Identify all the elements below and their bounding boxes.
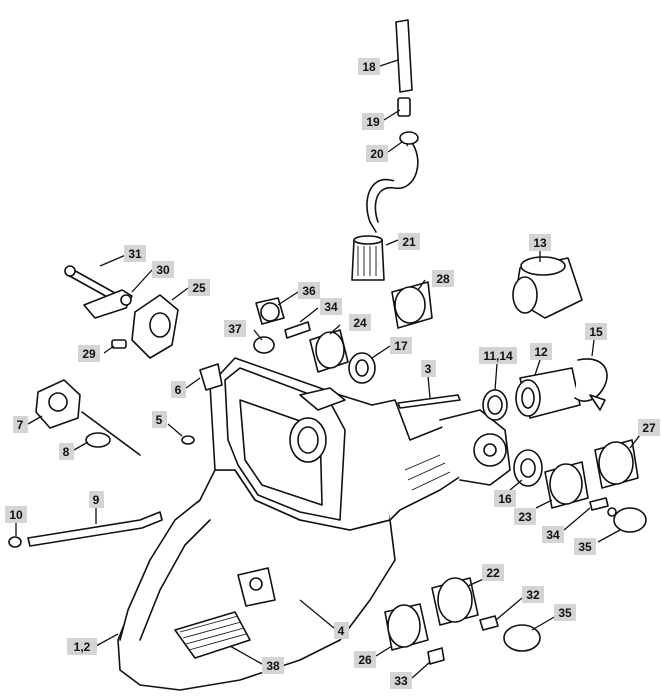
label-3: 3 [421,360,436,377]
label-20: 20 [366,145,388,162]
label-24: 24 [349,314,371,331]
main-housing [117,357,511,691]
svg-text:36: 36 [302,284,316,298]
label-8: 8 [59,443,74,460]
intake-boots [512,256,608,419]
svg-text:25: 25 [192,281,206,295]
fuel-hose-assembly [351,19,419,281]
label-27: 27 [638,419,660,436]
svg-text:38: 38 [266,659,280,673]
bottom-parts [384,577,541,665]
svg-text:5: 5 [156,413,163,427]
rods [8,394,461,548]
label-29: 29 [78,345,100,362]
svg-text:1,2: 1,2 [74,640,91,654]
svg-text:7: 7 [17,418,24,432]
svg-text:33: 33 [394,674,408,688]
label-21: 21 [398,233,420,250]
label-19: 19 [362,113,384,130]
label-6: 6 [171,381,186,398]
svg-text:11,14: 11,14 [483,349,513,363]
svg-text:32: 32 [526,588,540,602]
svg-text:28: 28 [436,272,450,286]
label-34-right: 34 [542,526,564,543]
label-22: 22 [482,564,504,581]
label-10: 10 [5,506,27,523]
label-17: 17 [390,337,412,354]
label-35-right: 35 [574,538,596,555]
left-side-parts [35,265,223,456]
label-32: 32 [522,586,544,603]
svg-text:4: 4 [338,624,345,638]
svg-text:35: 35 [558,606,572,620]
svg-text:21: 21 [402,235,416,249]
svg-text:15: 15 [589,325,603,339]
label-28: 28 [432,270,454,287]
svg-text:17: 17 [394,339,408,353]
label-1-2: 1,2 [67,638,97,655]
svg-text:16: 16 [498,492,512,506]
svg-text:10: 10 [9,508,23,522]
label-15: 15 [585,323,607,340]
right-rear-parts [482,389,647,533]
label-16: 16 [494,490,516,507]
top-middle-parts [253,281,433,384]
label-35-bottom: 35 [554,604,576,621]
svg-text:29: 29 [82,347,96,361]
svg-text:34: 34 [324,300,338,314]
svg-text:19: 19 [366,115,380,129]
label-13: 13 [529,234,551,251]
label-31: 31 [124,245,146,262]
svg-text:27: 27 [642,421,656,435]
leader-lines [15,59,641,679]
svg-text:18: 18 [362,60,376,74]
svg-text:12: 12 [534,345,548,359]
label-7: 7 [13,416,28,433]
svg-text:20: 20 [370,147,384,161]
label-23: 23 [514,508,536,525]
svg-text:34: 34 [546,528,560,542]
label-5: 5 [152,411,167,428]
svg-text:9: 9 [93,493,100,507]
label-36: 36 [298,282,320,299]
label-26: 26 [354,651,376,668]
svg-text:8: 8 [63,445,70,459]
label-4: 4 [334,622,349,639]
label-30: 30 [152,261,174,278]
svg-text:26: 26 [358,653,372,667]
svg-text:24: 24 [353,316,367,330]
svg-text:22: 22 [486,566,500,580]
svg-text:30: 30 [156,263,170,277]
part-labels: 18 19 20 21 13 31 30 25 28 36 34 24 37 1… [5,58,660,689]
label-12: 12 [530,343,552,360]
label-25: 25 [188,279,210,296]
label-9: 9 [89,491,104,508]
label-11-14: 11,14 [479,347,517,364]
svg-text:3: 3 [425,362,432,376]
svg-text:13: 13 [533,236,547,250]
svg-text:37: 37 [228,322,242,336]
svg-text:31: 31 [128,247,142,261]
label-34-top: 34 [320,298,342,315]
label-33: 33 [390,672,412,689]
svg-text:35: 35 [578,540,592,554]
svg-text:23: 23 [518,510,532,524]
svg-text:6: 6 [175,383,182,397]
label-37: 37 [224,320,246,337]
label-18: 18 [358,58,380,75]
label-38: 38 [262,657,284,674]
